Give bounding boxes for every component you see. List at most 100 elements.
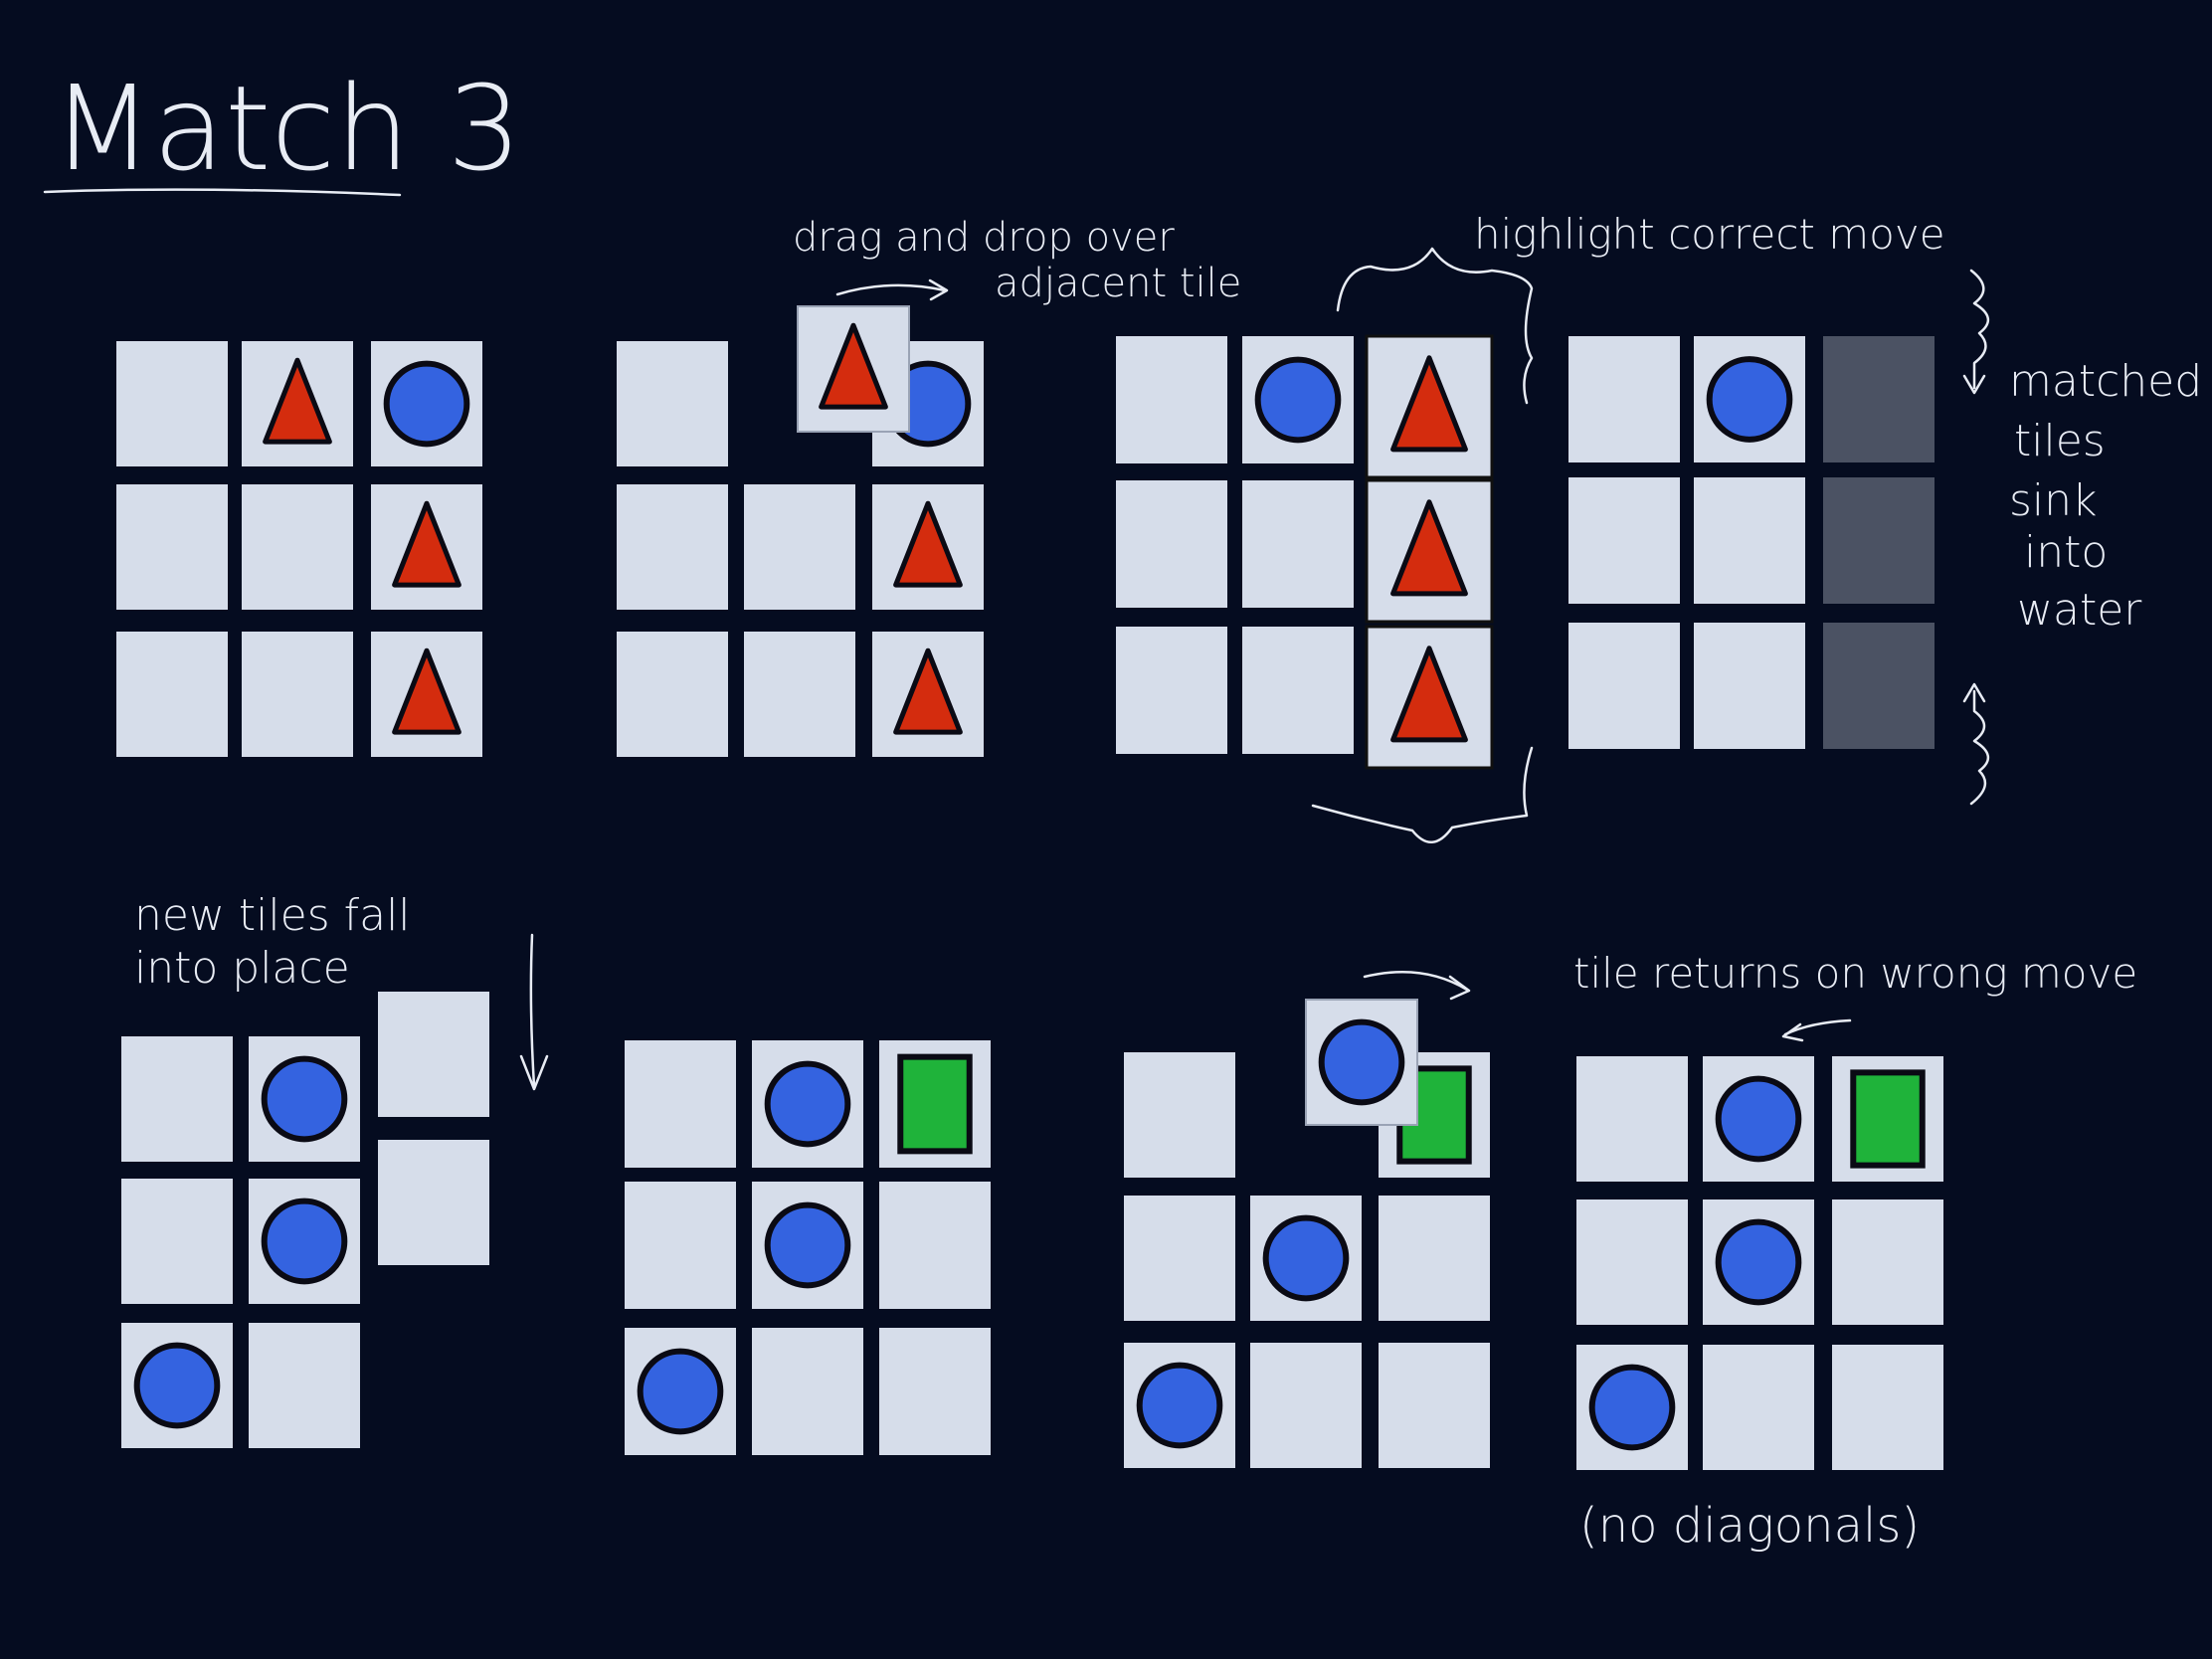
board-tile <box>116 484 228 610</box>
board-tile <box>744 484 855 610</box>
boards <box>116 305 1943 1470</box>
matched-line-3: sink <box>2009 475 2098 526</box>
circle-piece <box>383 360 470 448</box>
board-tile <box>1250 1343 1362 1468</box>
wave-arrow-down <box>1969 269 1989 390</box>
triangle-piece <box>1390 645 1468 743</box>
circle-piece <box>1262 1214 1350 1302</box>
returns-annotation-text: tile returns on wrong move <box>1573 949 2137 998</box>
fall-board <box>121 992 489 1448</box>
fall-annotation: new tiles fall into place <box>134 890 549 1091</box>
circle-piece <box>261 1055 348 1143</box>
matched-line-5: water <box>2017 585 2142 636</box>
matched-annotation: matched tiles sink into water <box>1962 269 2202 806</box>
board-tile <box>617 484 728 610</box>
circle-piece <box>1254 356 1342 444</box>
falling-tile <box>378 1140 489 1265</box>
wave-arrow-up-head <box>1962 682 1986 703</box>
circle-piece <box>261 1198 348 1285</box>
drag-annotation-line-1: drag and drop over <box>793 215 1175 261</box>
board-tile <box>744 632 855 757</box>
fall-arrow <box>529 933 536 1088</box>
board-tile <box>121 1036 233 1162</box>
board-tile <box>242 632 353 757</box>
page-title: Match 3 <box>52 60 522 197</box>
board-tile <box>1124 1196 1235 1321</box>
sunk-tile <box>1823 477 1935 604</box>
circle-piece <box>1588 1364 1676 1451</box>
board-tile <box>1568 336 1680 462</box>
board-tile <box>1379 1196 1490 1321</box>
board-tile <box>1694 477 1805 604</box>
triangle-piece <box>1390 355 1468 453</box>
board-tile <box>116 632 228 757</box>
wrong-move-annotation: tile returns on wrong move (no diagonals… <box>1363 949 2137 1554</box>
dragged-triangle-piece <box>819 322 888 410</box>
board-tile <box>1703 1345 1814 1470</box>
circle-piece <box>764 1201 851 1289</box>
sunk-tile <box>1823 623 1935 749</box>
square-piece <box>897 1053 973 1155</box>
board-tile <box>617 632 728 757</box>
no-diagonals-text: (no diagonals) <box>1579 1498 1920 1554</box>
triangle-piece <box>392 500 461 588</box>
fall-arrow-head <box>519 1054 549 1091</box>
drag-board <box>617 305 984 757</box>
falling-tile <box>378 992 489 1117</box>
board-tile <box>617 341 728 466</box>
title-underline <box>43 188 402 197</box>
board-tile <box>1242 627 1354 754</box>
filled-board <box>625 1040 991 1455</box>
board-tile <box>1116 480 1227 608</box>
fall-line-1: new tiles fall <box>134 890 411 941</box>
matched-line-4: into <box>2024 527 2108 578</box>
triangle-piece <box>392 647 461 735</box>
dragged-circle-piece <box>1318 1018 1405 1106</box>
board-tile <box>1379 1343 1490 1468</box>
returned-board <box>1576 1056 1943 1470</box>
board-tile <box>625 1040 736 1168</box>
sink-board <box>1568 336 1935 749</box>
initial-board <box>116 341 482 757</box>
board-tile <box>1116 336 1227 463</box>
board-tile <box>625 1182 736 1309</box>
board-tile <box>1576 1056 1688 1182</box>
wave-arrow-down-head <box>1962 374 1986 395</box>
matched-line-1: matched <box>2009 356 2202 407</box>
circle-piece <box>1715 1075 1802 1163</box>
board-tile <box>1832 1345 1943 1470</box>
square-piece <box>1850 1069 1926 1169</box>
highlight-brace-bottom <box>1311 746 1534 843</box>
board-tile <box>121 1179 233 1304</box>
board-tile <box>1576 1199 1688 1325</box>
board-tile <box>1832 1199 1943 1325</box>
board-tile <box>249 1323 360 1448</box>
fall-line-2: into place <box>134 943 350 994</box>
board-tile <box>1568 477 1680 604</box>
board-tile <box>1568 623 1680 749</box>
drag-arrow-head <box>928 278 949 301</box>
triangle-piece <box>893 647 963 735</box>
board-tile <box>242 484 353 610</box>
board-tile <box>116 341 228 466</box>
board-tile <box>752 1328 863 1455</box>
board-tile <box>1116 627 1227 754</box>
matched-line-2: tiles <box>2014 416 2106 466</box>
drag-arrow <box>835 283 947 296</box>
board-tile <box>879 1182 991 1309</box>
highlight-brace-top <box>1336 247 1534 405</box>
sunk-tile <box>1823 336 1935 462</box>
drag-annotation: drag and drop over adjacent tile <box>793 215 1241 306</box>
circle-piece <box>1715 1218 1802 1306</box>
wrong-drag-arrow <box>1363 970 1469 992</box>
circle-piece <box>764 1060 851 1148</box>
wave-arrow-up <box>1969 689 1989 806</box>
wrong-drag-arrow-head <box>1448 975 1471 1001</box>
return-arrow-head <box>1781 1022 1804 1042</box>
wrong-drag-board <box>1124 999 1490 1468</box>
circle-piece <box>1136 1362 1223 1449</box>
triangle-piece <box>893 500 963 588</box>
board-tile <box>1242 480 1354 608</box>
drag-annotation-line-2: adjacent tile <box>995 261 1241 306</box>
